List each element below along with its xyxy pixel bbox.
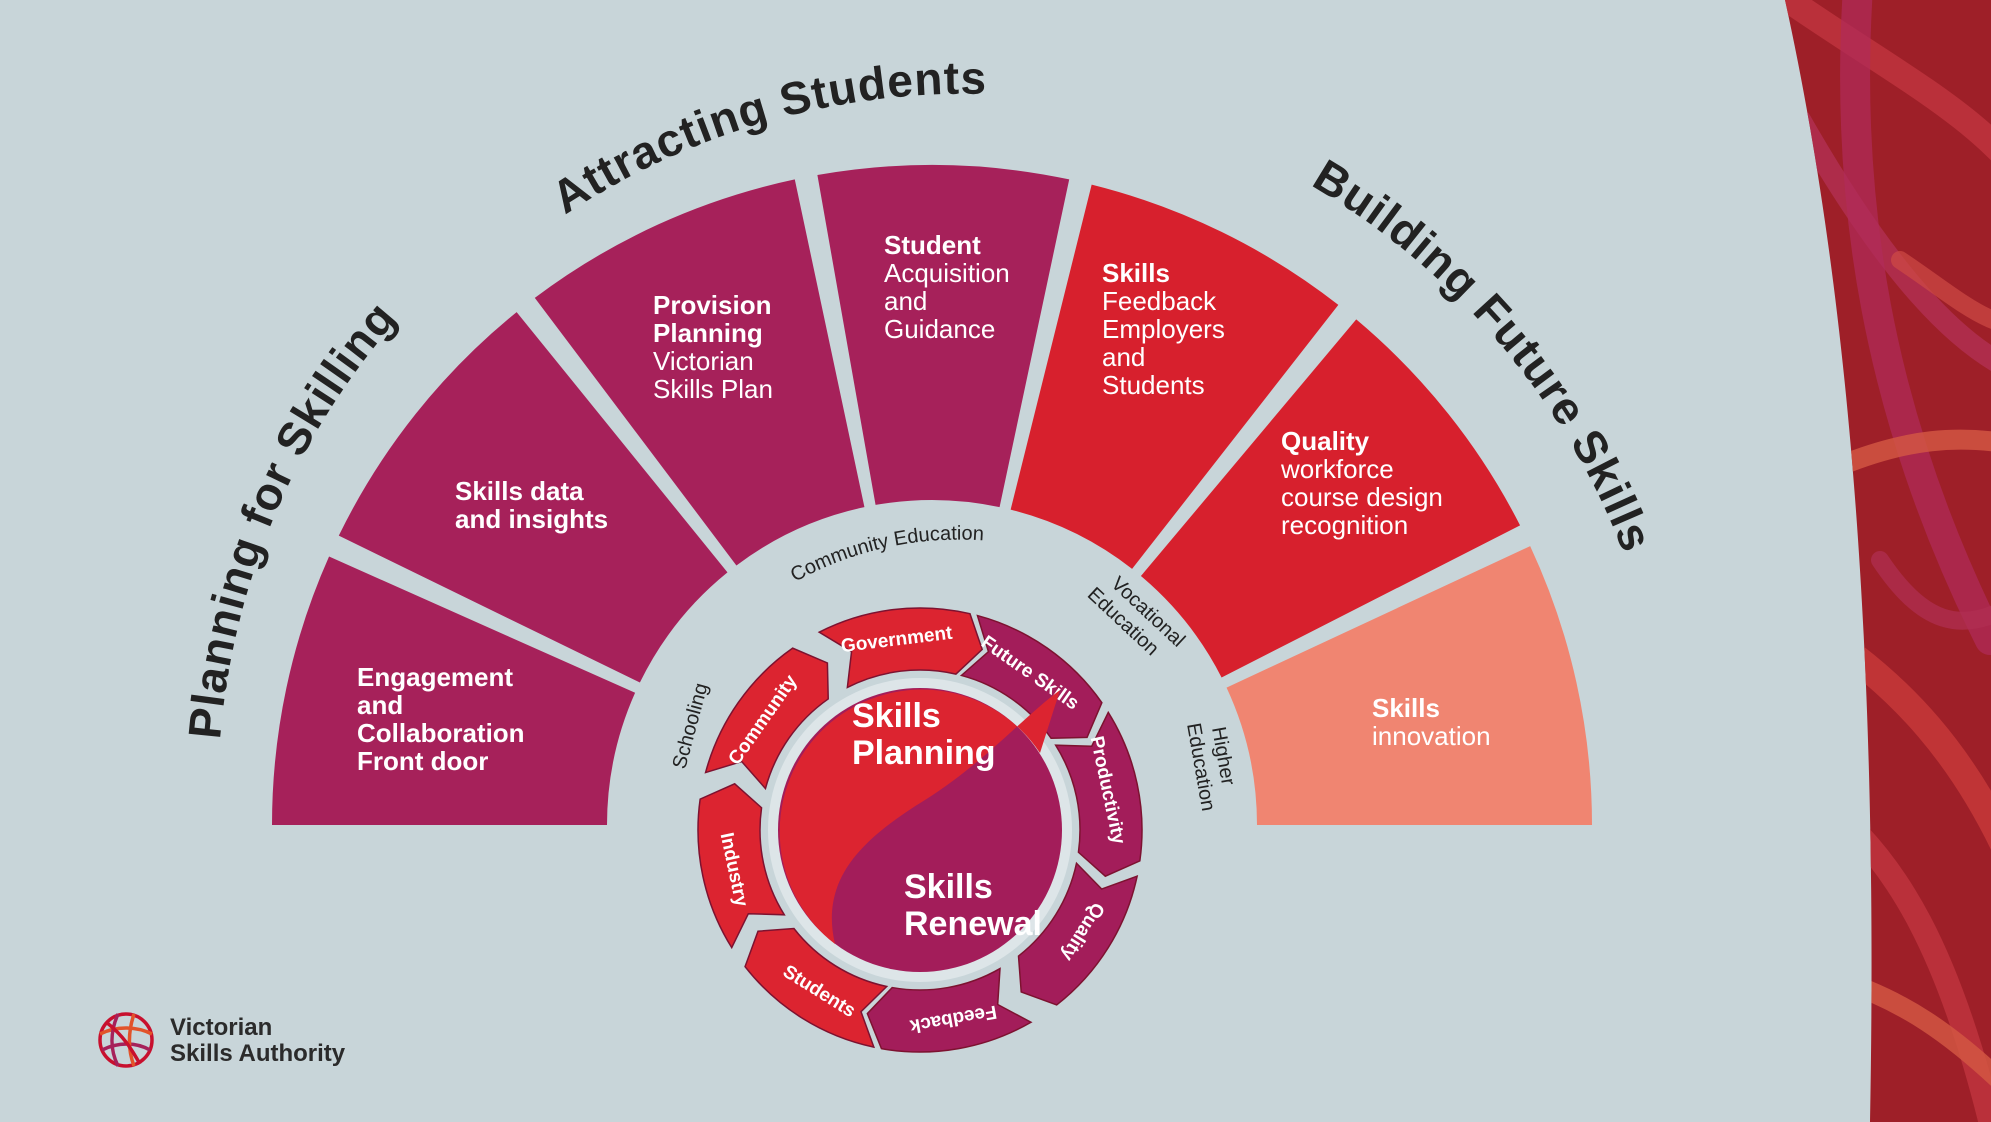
inner-arrow-feedback (866, 967, 1033, 1053)
ring-label-community-education: Community Education (787, 523, 984, 587)
victorian-skills-authority-logo-icon (98, 1012, 154, 1068)
segment-skills-data (338, 312, 728, 683)
segment-quality (1140, 319, 1521, 678)
segment-provision (534, 179, 865, 566)
ring-label-schooling: Schooling (669, 681, 713, 772)
inner-arrow-students (744, 927, 889, 1049)
segment-skills-innovation (1226, 546, 1592, 825)
inner-arrow-quality (1017, 861, 1139, 1006)
logo-line-2: Skills Authority (170, 1040, 346, 1067)
segment-engagement (272, 556, 636, 825)
inner-arrow-government (817, 607, 984, 689)
center-circle: Skills Planning Skills Renewal (768, 678, 1072, 982)
logo-wordmark: Victorian Skills Authority (170, 1015, 345, 1067)
segment-student (817, 165, 1070, 508)
inner-arrow-industry (697, 782, 786, 950)
decorative-background-panel (1785, 0, 1991, 1122)
inner-arrow-community (704, 647, 829, 791)
center-label-bottom: Skills Renewal (904, 868, 1042, 943)
center-top-half (779, 689, 1060, 944)
segment-skills-feedback (1010, 184, 1339, 569)
center-label-top: Skills Planning (852, 697, 996, 772)
ring-label-higher-education: Higher Education (1182, 717, 1243, 813)
inner-arrow-productivity (1054, 710, 1143, 878)
logo-line-1: Victorian (170, 1014, 273, 1041)
inner-arrow-future-skills (959, 614, 1103, 739)
